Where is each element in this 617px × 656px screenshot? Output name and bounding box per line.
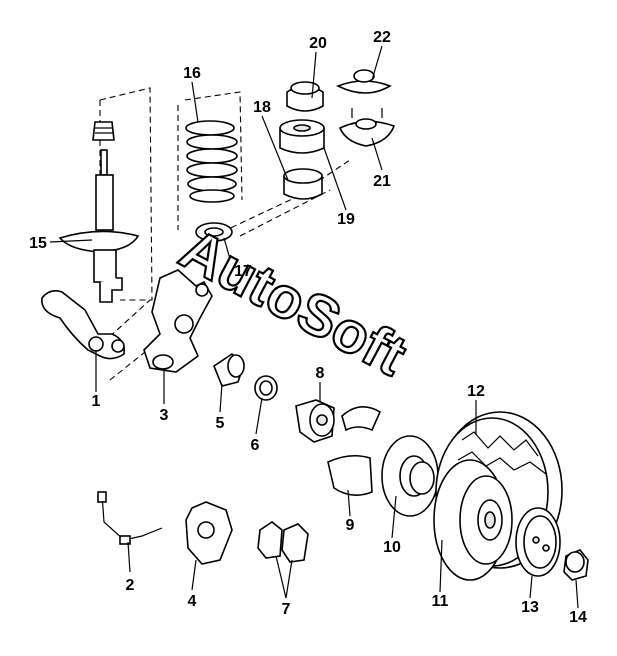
callout-label-1: 1 bbox=[92, 393, 101, 410]
callout-label-9: 9 bbox=[346, 517, 355, 534]
callout-label-2: 2 bbox=[126, 577, 135, 594]
part-8-wheel-bearing bbox=[295, 399, 335, 443]
part-15-shock-absorber bbox=[58, 121, 140, 303]
callout-label-8: 8 bbox=[316, 365, 325, 382]
callout-label-22: 22 bbox=[373, 29, 391, 46]
callout-label-13: 13 bbox=[521, 599, 539, 616]
callout-label-5: 5 bbox=[216, 415, 225, 432]
part-9-splash-shield bbox=[327, 406, 382, 496]
part-16-coil-spring bbox=[185, 120, 238, 203]
part-20-upper-bumper bbox=[286, 81, 324, 112]
part-17-spring-seat bbox=[195, 222, 233, 242]
callout-label-17: 17 bbox=[234, 263, 252, 280]
part-21-strut-mount bbox=[338, 108, 396, 147]
callout-label-3: 3 bbox=[160, 407, 169, 424]
callout-label-6: 6 bbox=[251, 437, 260, 454]
leader-lines bbox=[49, 45, 579, 609]
callout-label-10: 10 bbox=[383, 539, 401, 556]
callout-label-21: 21 bbox=[373, 173, 391, 190]
part-6-seal-ring bbox=[254, 375, 278, 401]
callout-label-14: 14 bbox=[569, 609, 587, 626]
part-11-wheel-rim bbox=[433, 459, 513, 581]
part-13-wheel-cover bbox=[515, 507, 561, 577]
part-4-brake-caliper bbox=[185, 501, 233, 565]
callout-label-15: 15 bbox=[29, 235, 47, 252]
part-19-spring-insulator bbox=[279, 119, 325, 154]
callout-label-4: 4 bbox=[188, 593, 197, 610]
callout-label-12: 12 bbox=[467, 383, 485, 400]
part-10-brake-disc bbox=[381, 435, 439, 517]
part-3-steering-knuckle bbox=[143, 269, 213, 373]
part-22-dust-cap bbox=[336, 69, 392, 94]
callout-labels: 1 2 3 4 5 6 7 8 9 10 11 12 13 14 15 16 1… bbox=[29, 29, 587, 626]
part-2-brake-hose bbox=[97, 491, 163, 545]
callout-label-19: 19 bbox=[337, 211, 355, 228]
part-1-lower-arm bbox=[41, 290, 126, 360]
part-7-brake-pads bbox=[257, 521, 309, 563]
part-14-hub-cap bbox=[563, 549, 589, 581]
callout-label-11: 11 bbox=[432, 593, 449, 610]
part-5-bushing bbox=[213, 353, 245, 387]
callout-label-16: 16 bbox=[183, 65, 201, 82]
callout-label-18: 18 bbox=[253, 99, 271, 116]
callout-label-20: 20 bbox=[309, 35, 327, 52]
callout-label-7: 7 bbox=[282, 601, 291, 618]
part-18-bump-stop bbox=[283, 168, 323, 200]
